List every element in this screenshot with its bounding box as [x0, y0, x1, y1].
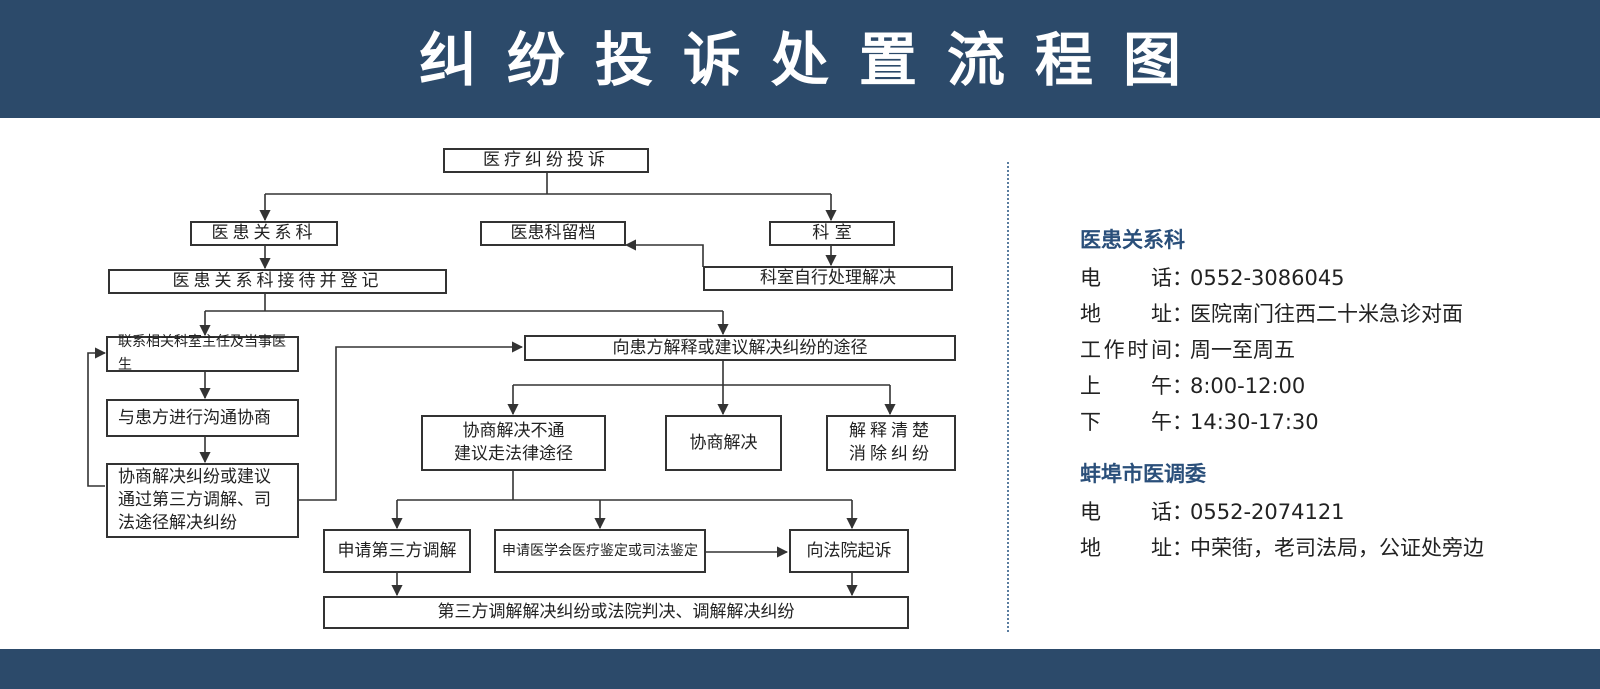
footer-band: [0, 649, 1600, 689]
resolved-box: 协商解决: [665, 415, 782, 471]
communicate-box: 与患方进行沟通协商: [106, 399, 299, 437]
department-box: 科 室: [769, 221, 895, 246]
contact-label: 电 话: [1080, 266, 1172, 290]
header-band: [0, 0, 1600, 118]
page-title: 纠纷投诉处置流程图: [418, 26, 1211, 94]
contact-value: 0552-3086045: [1190, 266, 1345, 290]
relations-dept-box: 医患关系科: [190, 221, 338, 246]
dept-self-box: 科室自行处理解决: [703, 266, 953, 291]
contact-row-morning: 上 午：8:00-12:00: [1080, 368, 1463, 404]
connector-arrow: [298, 341, 524, 501]
contact-block-mediation: 蚌埠市医调委 电 话：0552-2074121 地 址：中荣街，老司法局，公证处…: [1080, 454, 1484, 566]
explain-box: 向患方解释或建议解决纠纷的途径: [524, 335, 956, 361]
contact-heading: 医患关系科: [1080, 228, 1185, 252]
appraisal-box: 申请医学会医疗鉴定或司法鉴定: [494, 529, 706, 573]
legal-path-box: 协商解决不通 建议走法律途径: [421, 415, 606, 471]
reception-box: 医患关系科接待并登记: [108, 269, 447, 294]
contact-block-relations: 医患关系科 电 话：0552-3086045 地 址：医院南门往西二十米急诊对面…: [1080, 220, 1463, 440]
contact-heading: 蚌埠市医调委: [1080, 462, 1206, 486]
contact-value: 医院南门往西二十米急诊对面: [1190, 302, 1463, 326]
connector-arrow: [87, 347, 107, 487]
contact-row-afternoon: 下 午：14:30-17:30: [1080, 404, 1463, 440]
contact-value: 0552-2074121: [1190, 500, 1345, 524]
court-box: 向法院起诉: [789, 529, 909, 573]
contact-row-address: 地 址：医院南门往西二十米急诊对面: [1080, 296, 1463, 332]
contact-row-hours: 工作时间：周一至周五: [1080, 332, 1463, 368]
contact-label: 下 午: [1080, 410, 1172, 434]
contact-label: 上 午: [1080, 374, 1172, 398]
contact-label: 地 址: [1080, 302, 1172, 326]
contact-row-phone: 电 话：0552-2074121: [1080, 494, 1484, 530]
contact-row-address: 地 址：中荣街，老司法局，公证处旁边: [1080, 530, 1484, 566]
third-party-box: 申请第三方调解: [323, 529, 471, 573]
complaint-box: 医疗纠纷投诉: [443, 148, 649, 173]
vertical-divider: [1007, 162, 1009, 632]
connector-arrow: [624, 239, 704, 267]
explain-clear-box: 解释清楚 消除纠纷: [826, 415, 956, 471]
contact-director-box: 联系相关科室主任及当事医生: [106, 334, 299, 373]
contact-value: 8:00-12:00: [1190, 374, 1306, 398]
flow-connectors: [87, 171, 896, 597]
negotiate-suggest-box: 协商解决纠纷或建议 通过第三方调解、司 法途径解决纠纷: [106, 463, 299, 538]
contact-label: 电 话: [1080, 500, 1172, 524]
contact-value: 周一至周五: [1190, 338, 1295, 362]
contact-value: 14:30-17:30: [1190, 410, 1319, 434]
contact-label: 工作时间: [1080, 338, 1172, 362]
contact-row-phone: 电 话：0552-3086045: [1080, 260, 1463, 296]
final-box: 第三方调解解决纠纷或法院判决、调解解决纠纷: [323, 596, 909, 629]
contact-value: 中荣街，老司法局，公证处旁边: [1190, 536, 1484, 560]
archive-box: 医患科留档: [480, 221, 626, 246]
contact-label: 地 址: [1080, 536, 1172, 560]
